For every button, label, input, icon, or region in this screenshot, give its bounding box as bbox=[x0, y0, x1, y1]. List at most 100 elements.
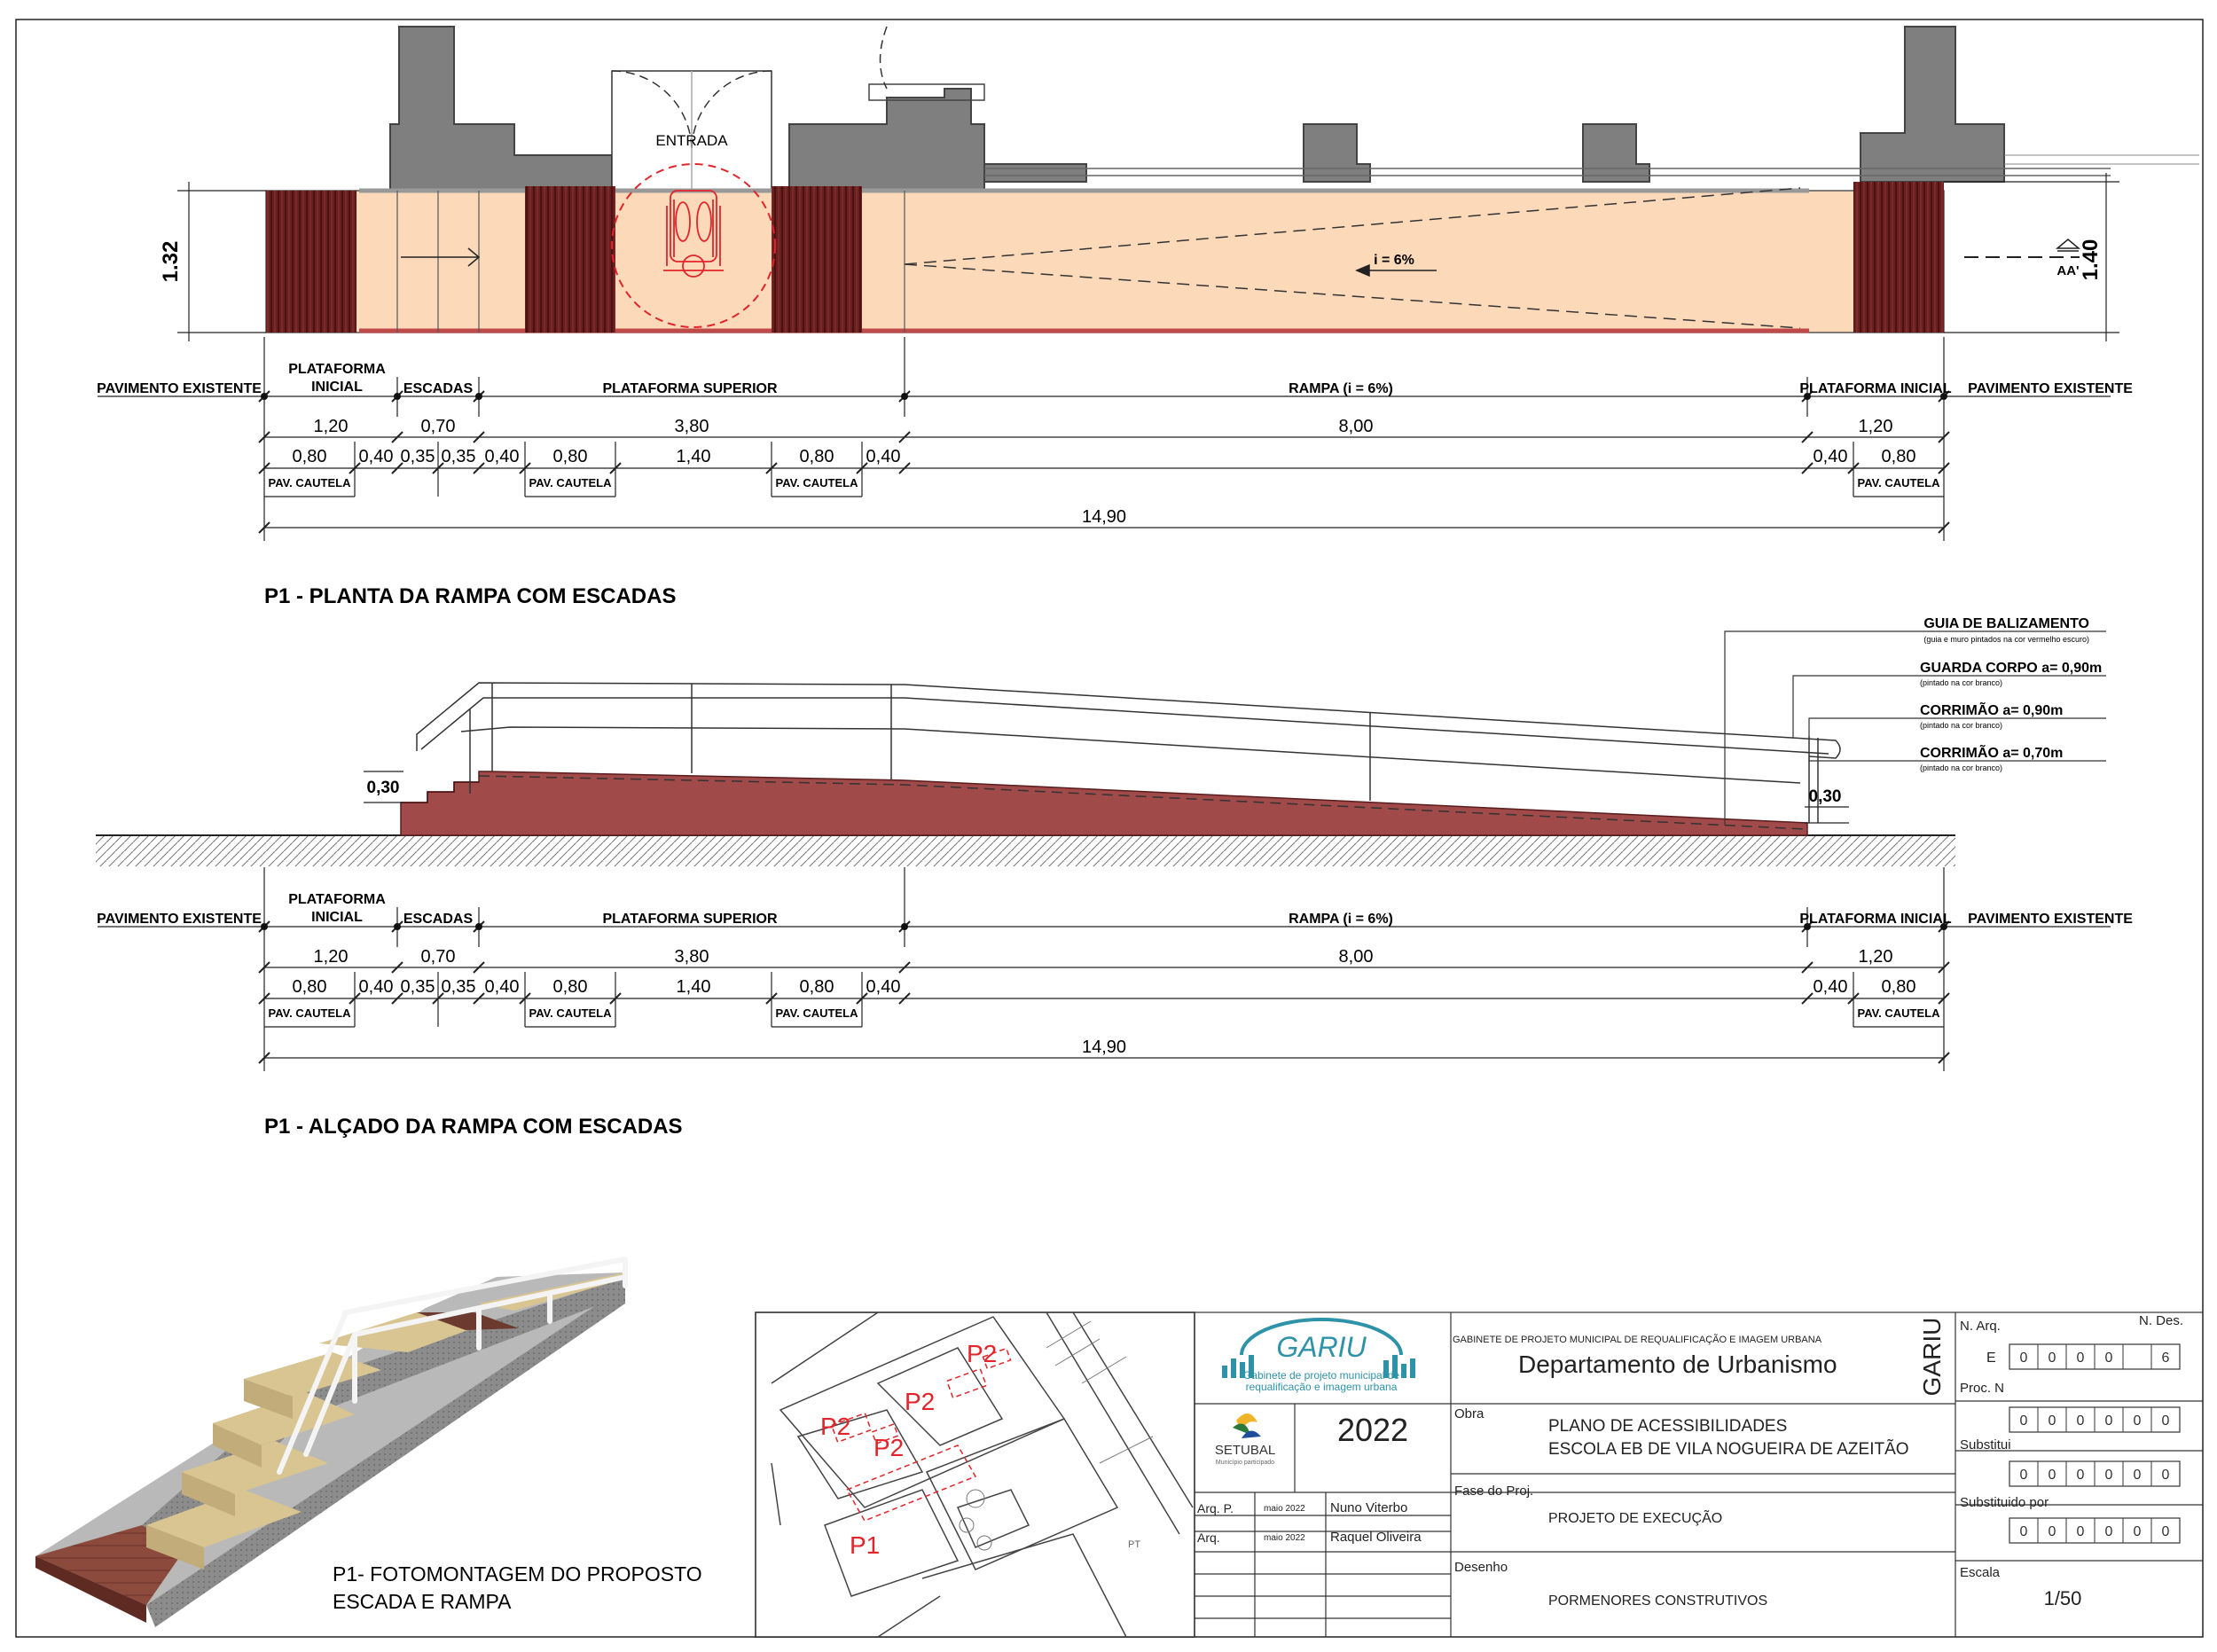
total-dim: 14,90 bbox=[1082, 507, 1126, 527]
cautela-label: PAV. CAUTELA bbox=[269, 1006, 352, 1020]
setubal-name: SETUBAL bbox=[1215, 1443, 1275, 1458]
dim-value: 0,80 bbox=[1882, 447, 1916, 466]
arq-p-date: maio 2022 bbox=[1264, 1504, 1305, 1514]
arq-date: maio 2022 bbox=[1264, 1533, 1305, 1543]
cautela-label: PAV. CAUTELA bbox=[269, 476, 352, 489]
obra-line1: PLANO DE ACESSIBILIDADES bbox=[1548, 1417, 1787, 1436]
elevation-view: 0,30 0,30 bbox=[96, 630, 2106, 866]
zone-pav-left: PAVIMENTO EXISTENTE bbox=[97, 381, 262, 396]
dim-value: 1,20 bbox=[314, 947, 349, 967]
cautela-strip bbox=[525, 186, 615, 333]
escala-value: 1/50 bbox=[2044, 1587, 2082, 1609]
substitui-digit: 0 bbox=[2162, 1468, 2170, 1483]
dim-value: 0,80 bbox=[800, 977, 834, 997]
plan-view: ENTRADA bbox=[159, 26, 2199, 341]
corrimao2-note: (pintado na cor branco) bbox=[1920, 763, 2002, 772]
gariu-logo-sub2: requalificação e imagem urbana bbox=[1246, 1381, 1398, 1393]
zone-labels-plan: PAVIMENTO EXISTENTE PLATAFORMA INICIAL E… bbox=[97, 362, 2133, 396]
elevation-title: P1 - ALÇADO DA RAMPA COM ESCADAS bbox=[264, 1115, 683, 1139]
height-left-dim: 1.32 bbox=[159, 241, 183, 283]
dim-value: 0,40 bbox=[1814, 447, 1848, 466]
zone-plat-inicial-2: INICIAL bbox=[311, 380, 363, 395]
cautela-label: PAV. CAUTELA bbox=[776, 1006, 859, 1020]
keymap-label-p2: P2 bbox=[820, 1413, 850, 1440]
zone-plat-superior: PLATAFORMA SUPERIOR bbox=[602, 912, 777, 927]
substituido-digit: 0 bbox=[2077, 1524, 2085, 1539]
proc-digit: 0 bbox=[2020, 1413, 2028, 1429]
dimension-block-plan bbox=[98, 337, 2111, 541]
slope-label: i = 6% bbox=[1374, 253, 1414, 268]
gariu-logo-sub1: Gabinete de projeto municipal de bbox=[1243, 1369, 1399, 1382]
dim-value: 0,40 bbox=[359, 447, 394, 466]
proc-digit: 0 bbox=[2162, 1413, 2170, 1429]
gabinete-label: GABINETE DE PROJETO MUNICIPAL DE REQUALI… bbox=[1453, 1334, 1822, 1345]
zone-escadas: ESCADAS bbox=[403, 912, 474, 927]
dim-value: 0,80 bbox=[293, 977, 327, 997]
dim-value: 0,35 bbox=[401, 447, 435, 466]
zone-rampa: RAMPA (i = 6%) bbox=[1289, 381, 1393, 396]
zone-pav-right: PAVIMENTO EXISTENTE bbox=[1968, 912, 2133, 927]
obra-label: Obra bbox=[1454, 1406, 1485, 1421]
keymap-pt: PT bbox=[1128, 1539, 1140, 1550]
cautela-strip bbox=[1853, 182, 1944, 333]
dim-value: 0,35 bbox=[442, 447, 476, 466]
year: 2022 bbox=[1337, 1412, 1408, 1448]
gariu-logo-name: GARIU bbox=[1276, 1331, 1367, 1363]
substituido-digit: 0 bbox=[2134, 1524, 2142, 1539]
guia-label: GUIA DE BALIZAMENTO bbox=[1923, 616, 2089, 631]
n-arq-digit: 0 bbox=[2077, 1351, 2085, 1366]
substitui-label: Substitui bbox=[1960, 1437, 2011, 1452]
ramp-plan-fill bbox=[265, 190, 1945, 333]
zone-plat-inicial-1: PLATAFORMA bbox=[288, 892, 386, 907]
setubal-logo: SETUBAL Município participado bbox=[1215, 1413, 1275, 1466]
zone-plat-inicial-2: INICIAL bbox=[311, 910, 363, 925]
fase-value: PROJETO DE EXECUÇÃO bbox=[1548, 1508, 1722, 1526]
section-mark-label: AA' bbox=[2056, 263, 2079, 278]
substituido-digit: 0 bbox=[2020, 1524, 2028, 1539]
zone-pav-right: PAVIMENTO EXISTENTE bbox=[1968, 381, 2133, 396]
guardrail bbox=[416, 682, 1841, 823]
dim-value: 3,80 bbox=[675, 947, 709, 967]
n-arq-digit: 0 bbox=[2020, 1351, 2028, 1366]
keymap-label-p2: P2 bbox=[873, 1434, 904, 1461]
zone-plat-inicial-right: PLATAFORMA INICIAL bbox=[1799, 381, 1951, 396]
dim-value: 0,40 bbox=[485, 447, 520, 466]
fase-label: Fase do Proj. bbox=[1454, 1484, 1533, 1499]
zone-pav-left: PAVIMENTO EXISTENTE bbox=[97, 912, 262, 927]
departamento: Departamento de Urbanismo bbox=[1518, 1351, 1837, 1378]
dim-value: 0,80 bbox=[553, 447, 588, 466]
proc-digit: 0 bbox=[2134, 1413, 2142, 1429]
plan-title: P1 - PLANTA DA RAMPA COM ESCADAS bbox=[264, 584, 676, 608]
escala-label: Escala bbox=[1960, 1565, 2001, 1580]
arq-p-label: Arq. P. bbox=[1197, 1501, 1234, 1515]
elevation-height-right: 0,30 bbox=[1809, 787, 1842, 806]
proc-digit: 0 bbox=[2077, 1413, 2085, 1429]
desenho-label: Desenho bbox=[1454, 1560, 1508, 1575]
dim-value: 0,40 bbox=[359, 977, 394, 997]
proc-label: Proc. N bbox=[1960, 1381, 2004, 1396]
zone-plat-inicial-1: PLATAFORMA bbox=[288, 362, 386, 377]
keymap-label-p2: P2 bbox=[905, 1388, 935, 1415]
zone-rampa: RAMPA (i = 6%) bbox=[1289, 912, 1393, 927]
setubal-sub: Município participado bbox=[1216, 1460, 1274, 1466]
cautela-label: PAV. CAUTELA bbox=[1858, 476, 1941, 489]
substituido-digit: 0 bbox=[2049, 1524, 2056, 1539]
corrimao1-note: (pintado na cor branco) bbox=[1920, 721, 2002, 730]
total-dim: 14,90 bbox=[1082, 1037, 1126, 1057]
elevation-annotations: GUIA DE BALIZAMENTO (guia e muro pintado… bbox=[1920, 616, 2102, 772]
dim-value: 0,40 bbox=[866, 447, 901, 466]
dim-value: 0,35 bbox=[442, 977, 476, 997]
dim-value: 0,35 bbox=[401, 977, 435, 997]
desenho-value: PORMENORES CONSTRUTIVOS bbox=[1548, 1593, 1767, 1609]
guarda-label: GUARDA CORPO a= 0,90m bbox=[1920, 661, 2102, 676]
dim-value: 8,00 bbox=[1339, 417, 1374, 436]
dim-value: 1,20 bbox=[1859, 417, 1893, 436]
dim-value: 0,80 bbox=[293, 447, 327, 466]
zone-plat-inicial-right: PLATAFORMA INICIAL bbox=[1799, 912, 1951, 927]
dim-value: 3,80 bbox=[675, 417, 709, 436]
dim-value: 8,00 bbox=[1339, 947, 1374, 967]
substitui-digit: 0 bbox=[2134, 1468, 2142, 1483]
n-des-label: N. Des. bbox=[2139, 1313, 2183, 1328]
dim-values-plan: 1,20 0,70 3,80 8,00 1,20 0,80 0,40 0,35 … bbox=[269, 417, 1941, 527]
